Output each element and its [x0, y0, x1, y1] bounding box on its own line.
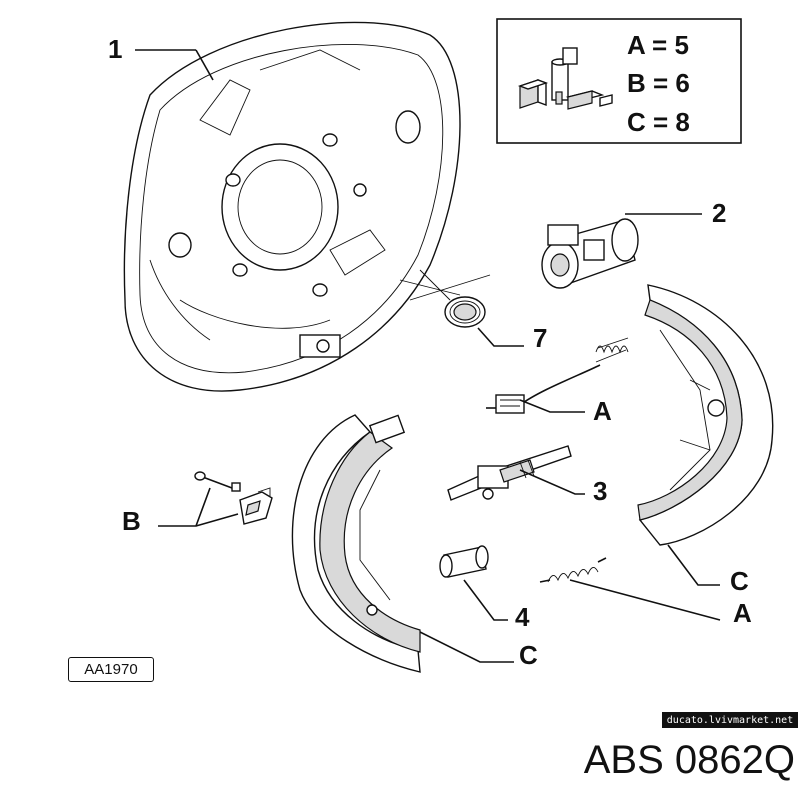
leader-3	[519, 469, 585, 495]
legend-row-b: B = 6	[627, 68, 690, 98]
leader-1b	[195, 49, 214, 81]
backing-plate	[123, 21, 461, 392]
callout-a-upper: A	[593, 396, 612, 426]
callout-4: 4	[515, 602, 530, 632]
reference-code: AA1970	[68, 657, 154, 682]
assembly-guide-lines	[399, 269, 491, 301]
callout-7: 7	[533, 323, 547, 353]
legend-row-a: A = 5	[627, 30, 689, 60]
callout-b: B	[122, 506, 141, 536]
leader-c-left	[419, 631, 514, 663]
callout-a-lower: A	[733, 598, 752, 628]
leader-b	[158, 487, 239, 527]
leader-c-right	[667, 544, 720, 586]
brake-shoe-left	[291, 414, 421, 673]
watermark: ducato.lvivmarket.net	[662, 712, 798, 728]
part-number: ABS 0862Q	[583, 738, 795, 782]
parts-kit-icon	[517, 47, 613, 110]
leader-a-lower	[569, 579, 721, 621]
leader-7	[477, 327, 524, 347]
lower-spring	[539, 557, 607, 583]
hold-down-clip	[239, 487, 273, 525]
brake-shoe-right	[637, 284, 774, 546]
upper-spring	[486, 337, 629, 414]
sleeve-bushing	[439, 545, 489, 578]
leader-a-upper	[519, 399, 585, 413]
leader-4	[463, 579, 508, 621]
adjuster-strut	[447, 445, 572, 501]
seal-ring	[444, 296, 486, 328]
callout-c-right: C	[730, 566, 749, 596]
wheel-cylinder	[541, 218, 639, 289]
callout-c-left: C	[519, 640, 538, 670]
legend-box: A = 5 B = 6 C = 8	[496, 18, 742, 144]
hold-down-pin	[194, 471, 241, 492]
legend-row-c: C = 8	[627, 107, 690, 137]
callout-1: 1	[108, 34, 122, 64]
callout-2: 2	[712, 198, 726, 228]
callout-3: 3	[593, 476, 607, 506]
